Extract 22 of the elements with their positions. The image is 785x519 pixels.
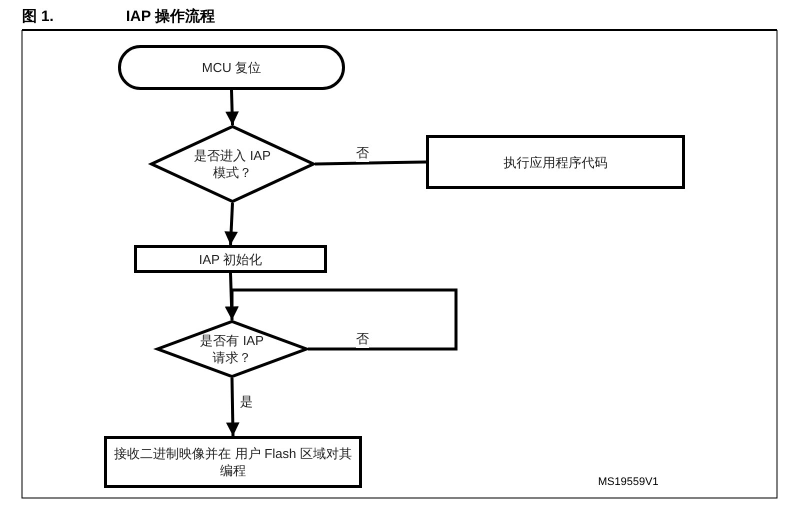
edge-label: 否 <box>356 144 369 162</box>
node-text: MCU 复位 <box>202 59 262 76</box>
arrow <box>225 90 239 126</box>
node-text: 接收二进制映像并在 用户 Flash 区域对其编程 <box>114 445 352 479</box>
arrow <box>224 202 238 246</box>
node-text: 是否有 IAP 请求？ <box>199 332 265 366</box>
node-text: IAP 初始化 <box>198 250 262 268</box>
figure-title: IAP 操作流程 <box>126 7 215 26</box>
process-box <box>426 135 685 189</box>
figure-code: MS19559V1 <box>598 476 659 488</box>
arrow <box>226 378 240 436</box>
arrow <box>225 288 458 350</box>
node-text: 是否进入 IAP 模式？ <box>193 147 272 181</box>
decision-diamond <box>150 125 315 203</box>
figure-number: 图 1. <box>22 7 54 26</box>
process-box <box>134 245 327 273</box>
edge-label: 是 <box>240 393 253 411</box>
node-text: 执行应用程序代码 <box>504 154 608 170</box>
process-box <box>104 436 362 488</box>
edge-label: 否 <box>356 330 369 348</box>
start-terminal <box>118 45 345 90</box>
decision-diamond <box>156 320 308 378</box>
